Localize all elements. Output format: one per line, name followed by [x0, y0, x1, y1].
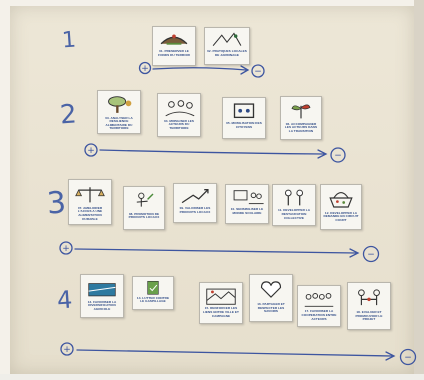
- minus-sign-row-3: −: [367, 250, 375, 260]
- card-caption: 06. ACCOMPAGNER LES ACTEURS DANS LA TRAN…: [284, 122, 318, 133]
- minus-sign-row-4: −: [404, 353, 412, 363]
- landscape-icon: [206, 288, 236, 305]
- cooks-icon: [284, 189, 304, 206]
- card-caption: 12. DEVELOPPER LA DEMANDE EN CIRCUIT COU…: [323, 211, 359, 222]
- wall-edge: [414, 0, 424, 380]
- plus-sign-row-1: +: [141, 64, 149, 74]
- card-caption: 17. FAVORISER LA COOPERATION ENTRE ACTEU…: [301, 310, 337, 321]
- card: 18. EVALUER ET PROMOUVOIR LE PROJET: [347, 282, 391, 330]
- card: 16. PARTAGER ET RESPECTER LES SAVOIRS: [249, 274, 293, 322]
- card-caption: 10. SENSIBILISER LE MONDE SCOLAIRE: [230, 208, 264, 215]
- arrow-line-row-2: [99, 149, 325, 155]
- card-caption: 03. ANALYSER LA RESILIENCE ALIMENTAIRE D…: [105, 116, 133, 131]
- arrow-line-row-3: [74, 248, 357, 254]
- card: 13. FAVORISER LA DIVERSIFICATION AGRICOL…: [80, 274, 124, 318]
- minus-sign-row-2: −: [334, 151, 342, 161]
- balance-scale-icon: [75, 187, 105, 203]
- classroom-icon: [233, 190, 264, 205]
- card: 15. RENFORCER LES LIENS ENTRE VILLE ET C…: [199, 282, 243, 324]
- market-basket-icon: [329, 192, 353, 208]
- plus-sign-row-3: +: [62, 244, 70, 254]
- card-caption: 11. DEVELOPPER LA RESTAURATION COLLECTIV…: [278, 209, 310, 220]
- card: 12. DEVELOPPER LA DEMANDE EN CIRCUIT COU…: [320, 184, 362, 230]
- card: 08. PROMOTION DE PRODUITS LOCAUX: [123, 186, 165, 230]
- farm-field-icon: [88, 283, 116, 297]
- plus-sign-row-2: +: [87, 146, 95, 156]
- floor-edge: [0, 374, 424, 380]
- arrow-line-row-1: [152, 67, 247, 71]
- card-caption: 18. EVALUER ET PROMOUVOIR LE PROJET: [355, 310, 383, 322]
- document-check-icon: [147, 280, 159, 295]
- card-caption: 08. PROMOTION DE PRODUITS LOCAUX: [128, 212, 160, 220]
- card-caption: 15. RENFORCER LES LIENS ENTRE VILLE ET C…: [203, 307, 239, 318]
- farmer-basket-icon: [136, 192, 154, 207]
- card: 05. MOBILISATION DES CITOYENS: [222, 97, 266, 139]
- tree-cloud-icon: [108, 96, 132, 113]
- card: 11. DEVELOPPER LA RESTAURATION COLLECTIV…: [272, 184, 316, 226]
- card: 01. PRESERVER LE FONDS DU TERROIR: [152, 26, 196, 66]
- arrow-line-row-4: [76, 349, 393, 357]
- arrow-growth-icon: [181, 189, 209, 204]
- handshake-icon: [358, 289, 380, 306]
- minus-sign-row-1: −: [254, 67, 262, 77]
- card-caption: 16. PARTAGER ET RESPECTER LES SAVOIRS: [257, 302, 285, 314]
- card-caption: 07. AMELIORER L'ACCES A UNE ALIMENTATION…: [77, 206, 103, 221]
- card-caption: 05. MOBILISATION DES CITOYENS: [226, 122, 262, 130]
- crowd-icon: [304, 293, 334, 307]
- card-caption: 13. FAVORISER LA DIVERSIFICATION AGRICOL…: [87, 300, 117, 311]
- people-group-icon: [165, 100, 195, 117]
- card-caption: 02. PRATIQUES LOCALES DE JARDINAGE: [207, 50, 247, 57]
- card: 17. FAVORISER LA COOPERATION ENTRE ACTEU…: [297, 285, 341, 327]
- card: 14. LUTTER CONTRE LE GASPILLAGE: [132, 276, 174, 310]
- card-caption: 01. PRESERVER LE FONDS DU TERROIR: [158, 50, 190, 57]
- card: 10. SENSIBILISER LE MONDE SCOLAIRE: [225, 184, 269, 224]
- heart-hands-icon: [260, 281, 282, 298]
- card: 06. ACCOMPAGNER LES ACTEURS DANS LA TRAN…: [280, 96, 322, 140]
- hands-over-field-icon: [160, 34, 188, 45]
- card-caption: 14. LUTTER CONTRE LE GASPILLAGE: [136, 296, 170, 304]
- plus-sign-row-4: +: [63, 345, 71, 355]
- plus-circle-icon: [138, 61, 152, 75]
- card: 09. VALORISER LES PRODUITS LOCAUX: [173, 183, 217, 223]
- card: 02. PRATIQUES LOCALES DE JARDINAGE: [204, 27, 250, 65]
- meeting-table-icon: [233, 103, 255, 119]
- card-caption: 04. MOBILISER LES ACTEURS DU TERRITOIRE: [163, 119, 195, 130]
- card-caption: 09. VALORISER LES PRODUITS LOCAUX: [179, 207, 211, 214]
- card: 03. ANALYSER LA RESILIENCE ALIMENTAIRE D…: [97, 90, 141, 134]
- card: 04. MOBILISER LES ACTEURS DU TERRITOIRE: [157, 93, 201, 137]
- card: 07. AMELIORER L'ACCES A UNE ALIMENTATION…: [68, 179, 112, 225]
- plant-sprout-icon: [291, 104, 311, 119]
- garden-sketch-icon: [212, 32, 242, 46]
